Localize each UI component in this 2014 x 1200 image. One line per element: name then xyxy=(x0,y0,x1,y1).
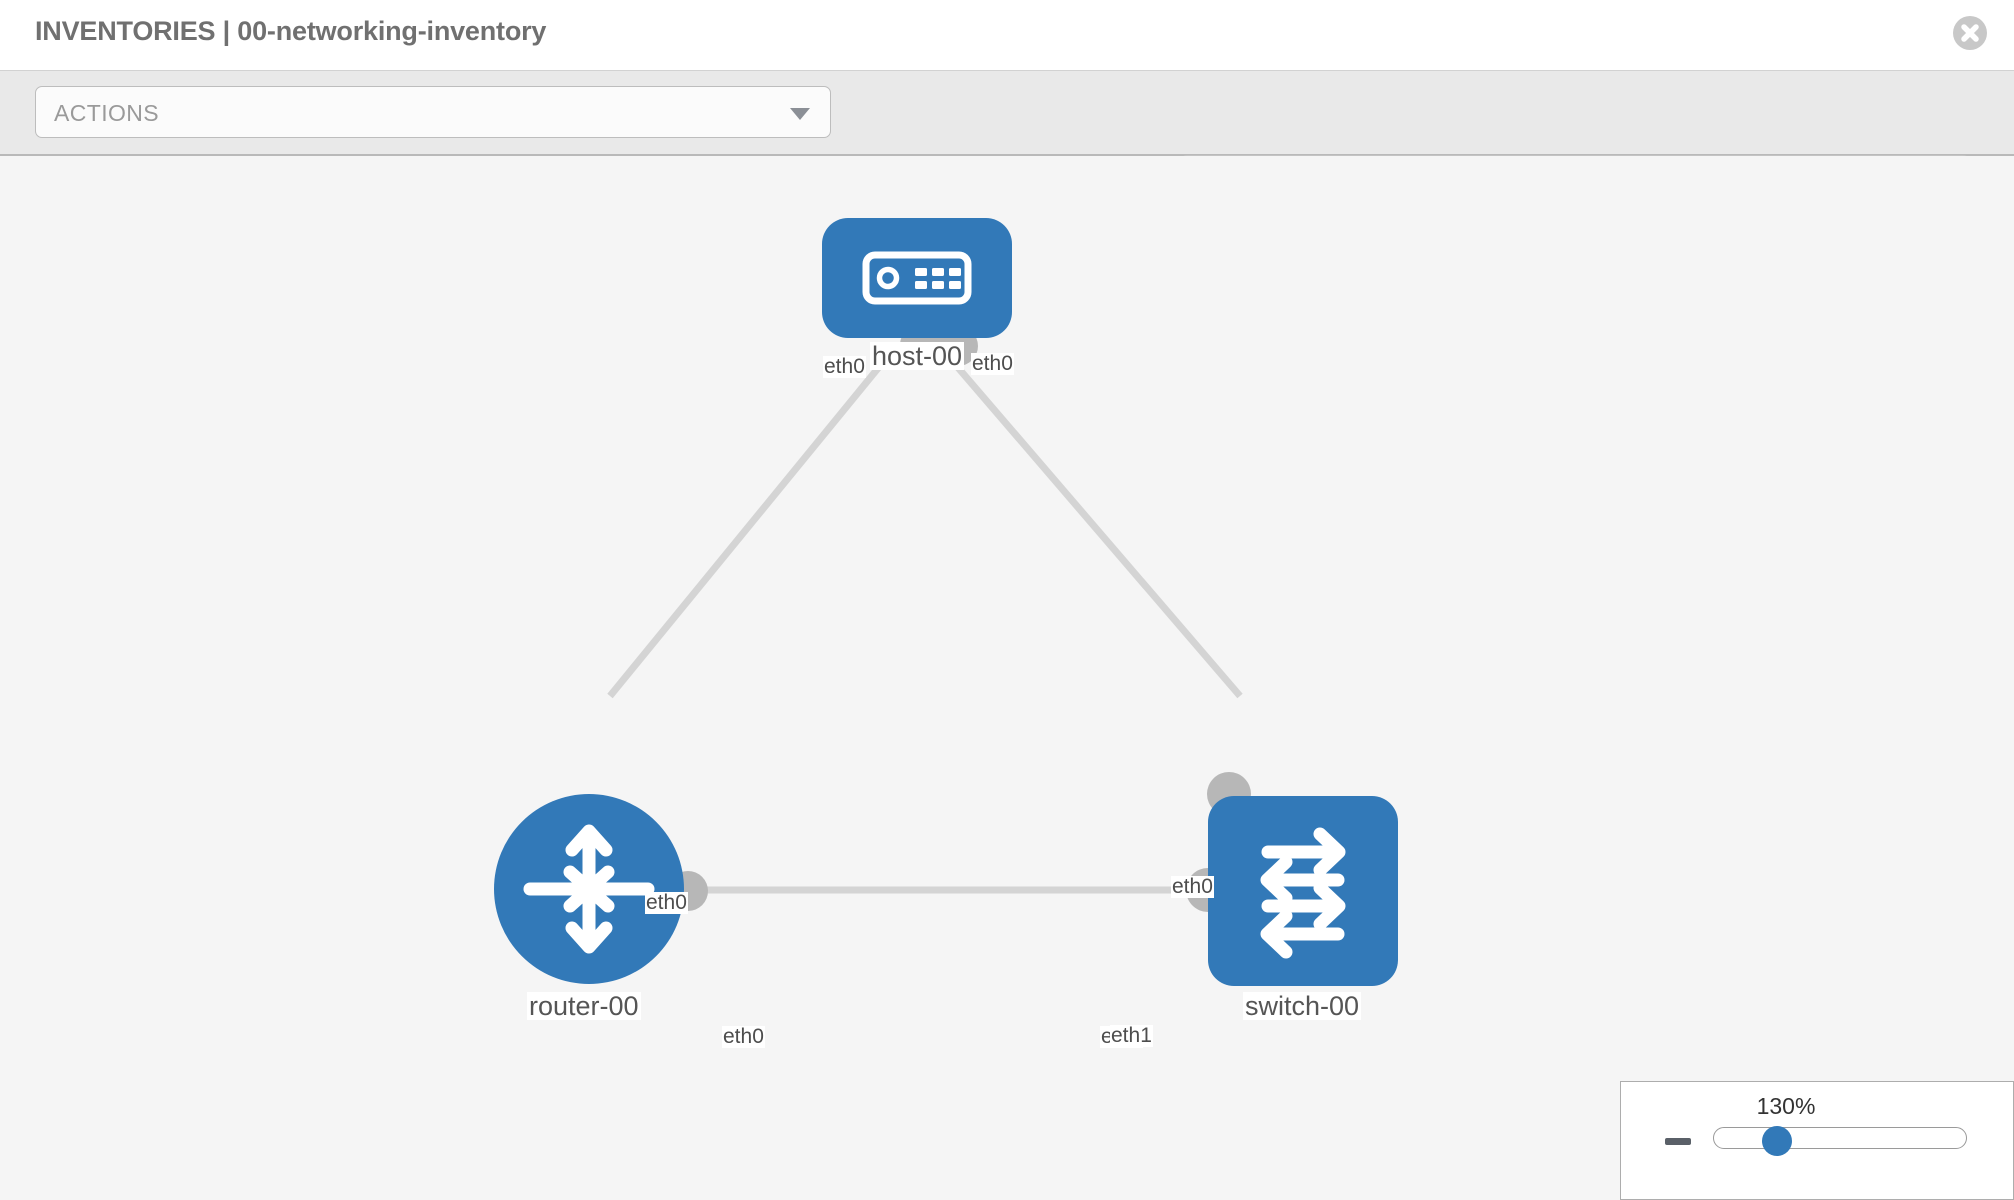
node-label-router-00: router-00 xyxy=(527,991,641,1021)
close-button[interactable] xyxy=(1953,16,1987,50)
iface-label-switch-up: eth0 xyxy=(1171,875,1214,899)
link-host-router xyxy=(607,353,891,699)
toolbar: ACTIONS SEARCH xyxy=(0,70,2014,207)
window-header: INVENTORIES | 00-networking-inventory xyxy=(0,0,2014,70)
link-host-switch xyxy=(945,353,1243,699)
node-label-host-00: host-00 xyxy=(870,341,965,371)
node-router-00[interactable] xyxy=(494,794,684,984)
iface-label-host-right: eth0 xyxy=(971,352,1014,376)
node-host-00[interactable] xyxy=(822,218,1012,338)
iface-label-router-right: eth0 xyxy=(722,1025,765,1049)
iface-label-switch-left: eth1 xyxy=(1110,1024,1153,1048)
iface-label-host-left: eth0 xyxy=(823,355,866,379)
four-arrow-router-icon xyxy=(523,824,655,954)
zoom-percent-label: 130% xyxy=(1756,1093,1816,1119)
actions-dropdown[interactable]: ACTIONS xyxy=(35,86,831,138)
actions-dropdown-label: ACTIONS xyxy=(54,100,160,126)
topology-canvas[interactable]: host-00 eth0 eth0 router-00 eth0 eth0 xyxy=(0,156,2014,1200)
iface-label-router-up: eth0 xyxy=(645,891,688,915)
close-icon xyxy=(1961,24,1979,42)
node-label-switch-00: switch-00 xyxy=(1243,991,1362,1021)
zoom-out-button[interactable] xyxy=(1665,1138,1691,1145)
server-appliance-icon xyxy=(862,251,972,305)
topology-links xyxy=(607,353,1243,894)
bidirectional-arrows-switch-icon xyxy=(1260,827,1346,959)
zoom-slider-thumb[interactable] xyxy=(1762,1126,1792,1156)
zoom-control-panel: 130% xyxy=(1620,1081,2014,1200)
zoom-slider-track[interactable] xyxy=(1713,1127,1967,1149)
page-title: INVENTORIES | 00-networking-inventory xyxy=(35,16,547,46)
node-switch-00[interactable] xyxy=(1208,796,1398,986)
chevron-down-icon xyxy=(790,108,810,120)
zoom-in-button[interactable] xyxy=(1973,1124,2013,1162)
